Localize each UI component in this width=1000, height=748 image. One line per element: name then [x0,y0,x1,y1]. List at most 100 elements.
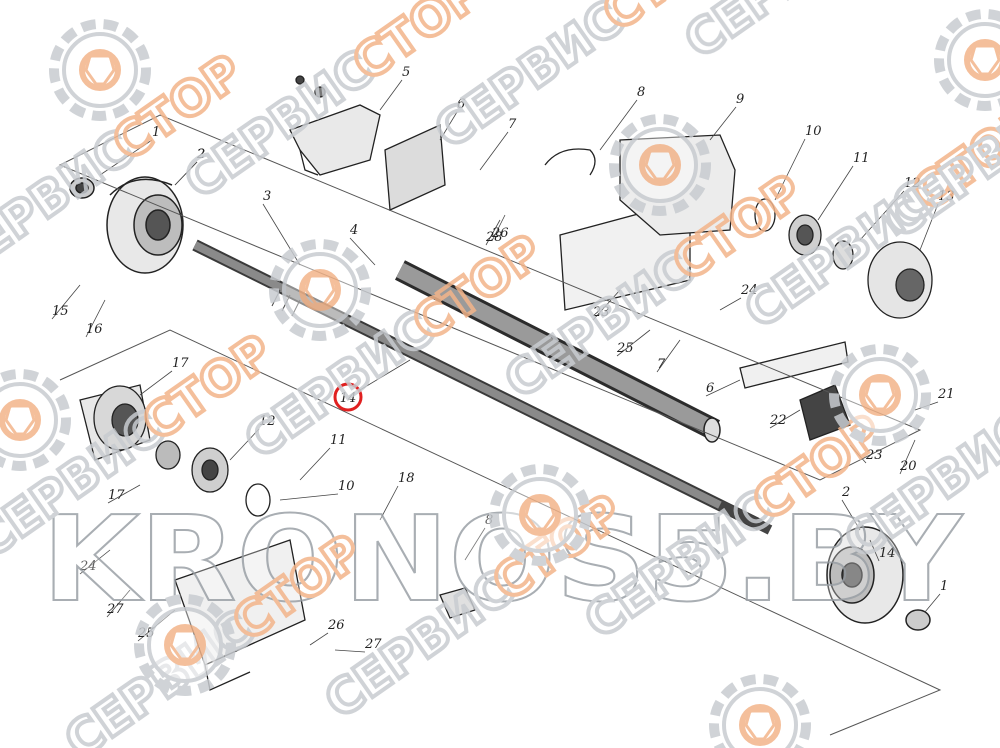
watermark-gear-icon [49,19,151,121]
callout-leader [106,589,131,618]
callout-label-4: 4 [349,223,358,238]
lower-left-parts [79,384,271,517]
callout-leader [174,161,198,186]
callout-leader [309,632,329,646]
callout-label-17: 17 [108,488,125,503]
callout-label-22: 22 [769,413,787,428]
callout-leader [719,297,742,311]
watermark-gear-icon [134,594,236,696]
callout-label-26: 26 [327,618,345,633]
watermark-gear-icon [934,9,1000,111]
callout-label-1: 1 [940,579,948,594]
callout-label-11: 11 [853,151,870,166]
callout-label-7: 7 [657,357,666,372]
callout-leader [817,165,854,221]
callout-leader [924,593,941,613]
bushing-middle [439,587,476,619]
callout-label-10: 10 [805,124,822,139]
callout-leader [349,237,376,266]
watermark-gear-icon [609,114,711,216]
callout-label-2: 2 [196,147,205,162]
callout-leader [299,447,331,481]
highlight-circle [333,382,363,412]
callout-leader [85,299,106,338]
callout-label-9: 9 [736,92,744,107]
callout-leader [841,499,861,531]
callout-label-24: 24 [740,283,758,298]
callout-label-27: 27 [364,637,382,652]
shaft-assembly [192,239,773,535]
watermark-word-stor: СТОР [343,0,493,92]
callout-label-17: 17 [172,356,189,371]
callout-label-8: 8 [485,513,493,528]
watermark-gear-icon [829,344,931,446]
callout-leader [899,439,916,475]
callout-label-13: 13 [938,189,955,204]
callout-leader [279,493,339,501]
callout-label-24: 24 [79,559,97,574]
watermark-gear-icon [269,239,371,341]
callout-leader [705,379,741,397]
callout-leader [334,649,366,653]
callout-label-14: 14 [879,546,896,561]
callout-label-18: 18 [398,471,415,486]
highlight-leader [359,359,411,391]
callout-label-2: 2 [841,485,850,500]
callout-leader [599,99,638,151]
callout-leader [439,111,458,141]
callout-label-12: 12 [259,414,276,429]
callout-leader [51,284,81,320]
pulley-lower [826,526,931,631]
watermark-gear-icon [489,464,591,566]
callout-label-23: 23 [592,305,610,320]
callout-label-25: 25 [616,341,634,356]
bracket-upper [289,75,446,211]
callout-label-5: 5 [402,65,410,80]
callout-leader [379,79,403,111]
callout-label-2: 2 [196,147,205,162]
callout-label-6: 6 [457,97,465,112]
callout-leader [849,444,867,464]
callout-label-27: 27 [106,602,124,617]
highlighted-callout-label: 14 [340,391,357,406]
callout-leader [139,370,173,396]
callout-leader [229,428,260,461]
callout-label-8: 8 [637,85,645,100]
callout-label-21: 21 [937,387,955,402]
callout-leader [869,539,880,562]
callout-leader [479,131,509,171]
callout-label-3: 3 [263,189,271,204]
callout-label-15: 15 [52,304,69,319]
watermark-gear-icon [0,369,71,471]
callout-leader [709,106,737,141]
watermark-word-servis: СЕРВИС [675,0,883,70]
callout-leader [616,329,651,357]
callout-leader [491,214,506,242]
callout-leader [99,139,153,176]
pulley-upper [106,176,184,274]
callout-leader [859,190,905,241]
bushing-upper [69,177,95,199]
callout-label-6: 6 [706,381,714,396]
watermark-gear-icon [709,674,811,748]
callout-leader [656,339,681,373]
callout-label-12: 12 [904,176,921,191]
callout-label-16: 16 [86,322,103,337]
callout-leader [774,138,806,201]
callout-label-7: 7 [508,117,517,132]
callout-label-26: 26 [491,226,509,241]
callout-label-20: 20 [899,459,917,474]
callout-label-11: 11 [330,433,347,448]
callout-leader [919,203,939,251]
callout-leader [79,549,111,575]
callout-leader [107,484,141,504]
callout-leader [379,485,399,521]
callout-label-23: 23 [865,448,883,463]
callout-leader [464,527,486,561]
